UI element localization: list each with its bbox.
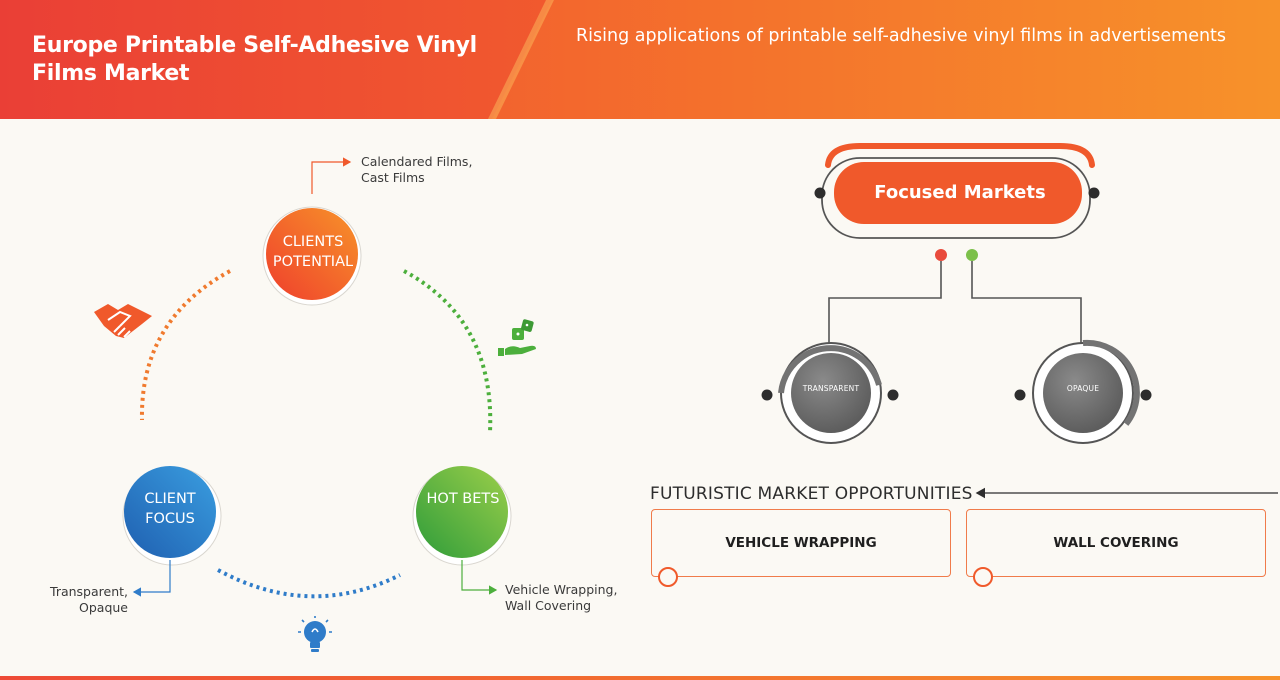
- client-focus-note: Transparent, Opaque: [50, 584, 128, 615]
- header-title-panel: [0, 0, 552, 119]
- opportunity-marker: [658, 567, 678, 587]
- page-subtitle: Rising applications of printable self-ad…: [576, 26, 1227, 46]
- clients-potential-note: Calendared Films, Cast Films: [361, 154, 473, 185]
- hot-bets-node: [412, 466, 512, 595]
- segment-transparent-label: TRANSPARENT: [802, 384, 860, 393]
- client-focus-node: [122, 466, 222, 597]
- segment-transparent: [761, 342, 899, 444]
- focused-markets-pill: [814, 143, 1100, 239]
- opportunity-card-vehicle-wrapping: VEHICLE WRAPPING: [651, 509, 951, 587]
- opportunities-title: FUTURISTIC MARKET OPPORTUNITIES: [650, 484, 973, 504]
- segment-opaque-label: OPAQUE: [1066, 384, 1100, 393]
- handshake-icon: [94, 304, 152, 338]
- header-banner: Europe Printable Self-Adhesive Vinyl Fil…: [0, 0, 1280, 119]
- bottom-border: [0, 676, 1280, 680]
- opportunity-marker: [973, 567, 993, 587]
- dice-hand-icon: [498, 319, 536, 356]
- clients-potential-label: CLIENTS POTENTIAL: [272, 234, 354, 270]
- focused-markets-connectors: [828, 249, 1082, 348]
- lightbulb-icon: [298, 616, 332, 652]
- cycle-arc-blue: [217, 568, 401, 599]
- segment-opaque: [1014, 339, 1152, 444]
- page-title: Europe Printable Self-Adhesive Vinyl Fil…: [32, 33, 477, 86]
- cycle-arc-green: [403, 269, 493, 433]
- opportunity-card-wall-covering: WALL COVERING: [966, 509, 1266, 587]
- cycle-arc-orange: [139, 269, 231, 421]
- hot-bets-note: Vehicle Wrapping, Wall Covering: [505, 582, 618, 613]
- focused-markets-title: Focused Markets: [874, 182, 1046, 203]
- clients-potential-node: [262, 157, 362, 306]
- client-focus-label: CLIENT FOCUS: [144, 491, 196, 527]
- opportunity-label: WALL COVERING: [1053, 535, 1179, 551]
- opportunity-label: VEHICLE WRAPPING: [725, 535, 877, 551]
- hot-bets-label: HOT BETS: [426, 491, 500, 507]
